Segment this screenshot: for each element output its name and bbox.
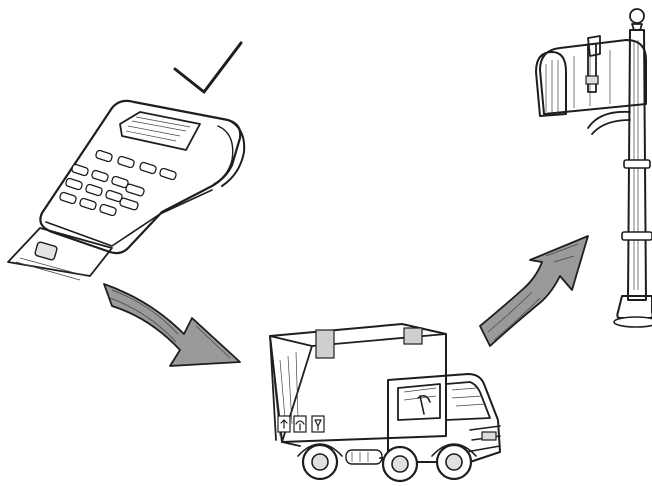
curved-arrow-up-icon	[480, 236, 588, 346]
card-payment-terminal-icon	[8, 101, 244, 280]
checkmark-icon	[175, 43, 241, 92]
curved-arrow-down-icon	[104, 284, 240, 366]
delivery-truck-icon	[270, 324, 500, 481]
